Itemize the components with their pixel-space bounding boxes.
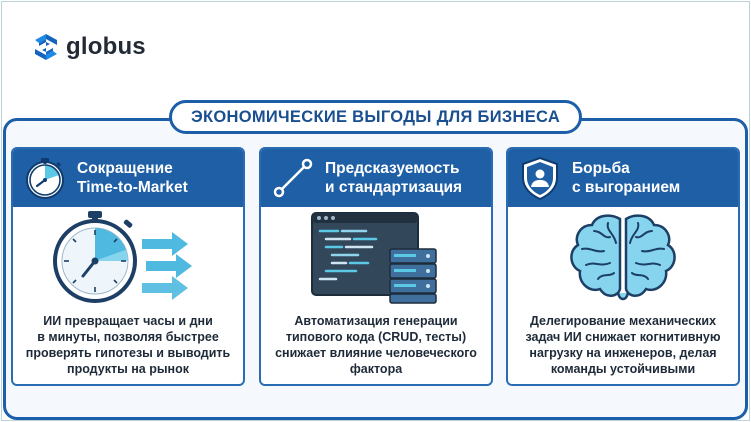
card-title-line1: Предсказуемость bbox=[325, 160, 460, 177]
shield-user-icon bbox=[522, 156, 558, 201]
card-header: Сокращение Time-to-Market bbox=[13, 149, 243, 207]
globus-logo-icon bbox=[35, 34, 57, 60]
card-text-line: ИИ превращает часы и дни bbox=[43, 314, 213, 328]
brain-illustration bbox=[508, 207, 738, 307]
stopwatch-arrows-icon bbox=[53, 211, 192, 303]
card-description: ИИ превращает часы и дни в минуты, позво… bbox=[13, 313, 243, 377]
card-text-line: проверять гипотезы и выводить bbox=[25, 346, 231, 360]
card-burnout: Борьба с выгоранием bbox=[506, 147, 740, 386]
card-title-line1: Борьба bbox=[572, 160, 630, 177]
card-text-line: Автоматизация генерации bbox=[294, 314, 458, 328]
card-header: Борьба с выгоранием bbox=[508, 149, 738, 207]
card-time-to-market: Сокращение Time-to-Market bbox=[11, 147, 245, 386]
card-title-line1: Сокращение bbox=[77, 160, 173, 177]
card-title-line2: Time-to-Market bbox=[77, 179, 188, 196]
card-text-line: снижает влияние человеческого bbox=[275, 346, 477, 360]
card-title-line2: и стандартизация bbox=[325, 179, 463, 196]
card-text-line: команды устойчивыми bbox=[550, 362, 696, 376]
card-text-line: фактора bbox=[349, 362, 403, 376]
brand-name: globus bbox=[66, 33, 146, 60]
card-title-line2: с выгоранием bbox=[572, 179, 681, 196]
code-illustration bbox=[261, 207, 491, 307]
line-chart-icon bbox=[273, 158, 313, 198]
card-text-line: нагрузку на инженеров, делая bbox=[529, 346, 717, 360]
card-text-line: продукты на рынок bbox=[67, 362, 189, 376]
code-window-server-icon bbox=[311, 212, 437, 304]
card-text-line: в минуты, позволяя быстрее bbox=[37, 330, 219, 344]
card-text-line: типового кода (CRUD, тесты) bbox=[285, 330, 467, 344]
card-predictability: Предсказуемость и стандартизация bbox=[259, 147, 493, 386]
section-title: ЭКОНОМИЧЕСКИЕ ВЫГОДЫ ДЛЯ БИЗНЕСА bbox=[169, 100, 582, 134]
stopwatch-icon bbox=[26, 158, 64, 199]
card-description: Автоматизация генерации типового кода (C… bbox=[261, 313, 491, 377]
card-header: Предсказуемость и стандартизация bbox=[261, 149, 491, 207]
brain-icon bbox=[570, 214, 676, 301]
section-title-text: ЭКОНОМИЧЕСКИЕ ВЫГОДЫ ДЛЯ БИЗНЕСА bbox=[190, 107, 561, 126]
brand-logo: globus bbox=[34, 33, 146, 61]
stopwatch-illustration bbox=[13, 207, 243, 307]
card-description: Делегирование механических задач ИИ сниж… bbox=[508, 313, 738, 377]
card-text-line: Делегирование механических bbox=[529, 314, 717, 328]
card-text-line: задач ИИ снижает когнитивную bbox=[525, 330, 721, 344]
